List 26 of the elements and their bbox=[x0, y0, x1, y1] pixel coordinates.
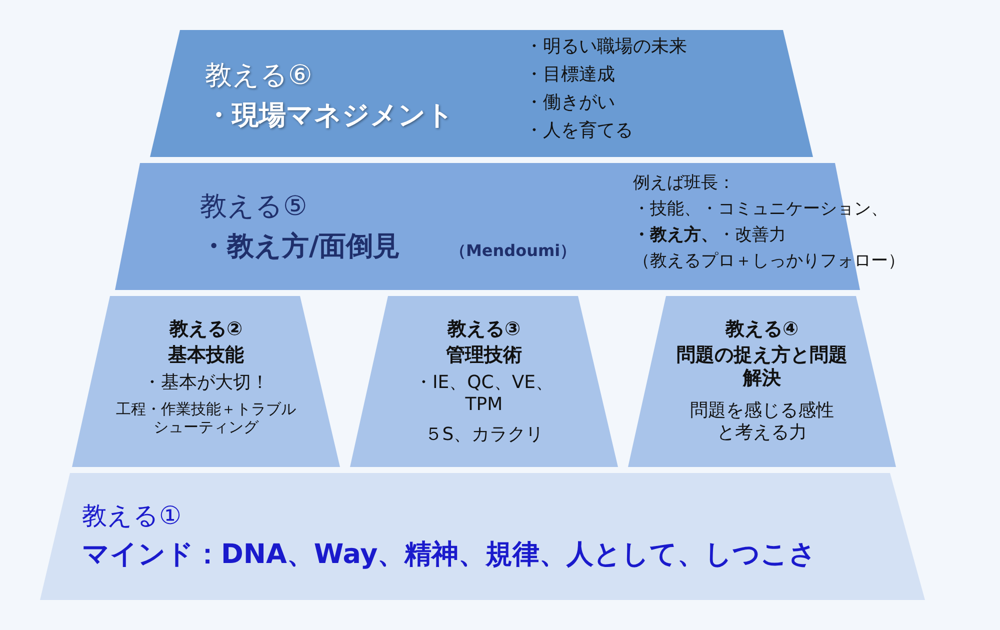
tier-title: 問題の捉え方と問題解決 bbox=[676, 344, 848, 390]
tier-title: ・教え方/面倒見 bbox=[200, 231, 401, 264]
tier-heading: 教える① bbox=[82, 501, 182, 531]
tier-title: 管理技術 bbox=[445, 344, 523, 367]
tier-text: ５S、カラクリ bbox=[423, 424, 545, 446]
tier-text: ・働きがい bbox=[525, 92, 616, 114]
tier-heading: 教える⑥ bbox=[205, 60, 314, 92]
tier-heading: 教える④ bbox=[724, 318, 800, 341]
tier-heading: 教える⑤ bbox=[200, 191, 308, 224]
tier-text: ・教え方、・改善力 bbox=[633, 225, 787, 246]
tier-title: 基本技能 bbox=[167, 344, 245, 367]
tier-text: ・基本が大切！ bbox=[142, 372, 270, 394]
tier-text: 問題を感じる感性と考える力 bbox=[689, 400, 835, 444]
tier-heading: 教える③ bbox=[446, 318, 522, 341]
tier-text: ・技能、・コミュニケーション、 bbox=[633, 199, 889, 220]
tier-title: （Mendoumi） bbox=[450, 241, 578, 260]
tier-text: ・IE、QC、VE、TPM bbox=[413, 372, 555, 416]
tier-text: ・明るい職場の未来 bbox=[525, 36, 688, 58]
tier-title: ・現場マネジメント bbox=[205, 100, 455, 132]
tier-text: （教えるプロ＋しっかりフォロー） bbox=[633, 251, 906, 272]
tier-text: ・人を育てる bbox=[525, 120, 634, 142]
tier-heading: 教える② bbox=[168, 318, 244, 341]
tier-text: ・目標達成 bbox=[525, 64, 616, 86]
tier-title: マインド：DNA、Way、精神、規律、人として、しつこさ bbox=[82, 539, 818, 572]
tier-text: 工程・作業技能＋トラブルシューティング bbox=[115, 400, 297, 436]
tier-text: 例えば班長： bbox=[633, 173, 736, 194]
